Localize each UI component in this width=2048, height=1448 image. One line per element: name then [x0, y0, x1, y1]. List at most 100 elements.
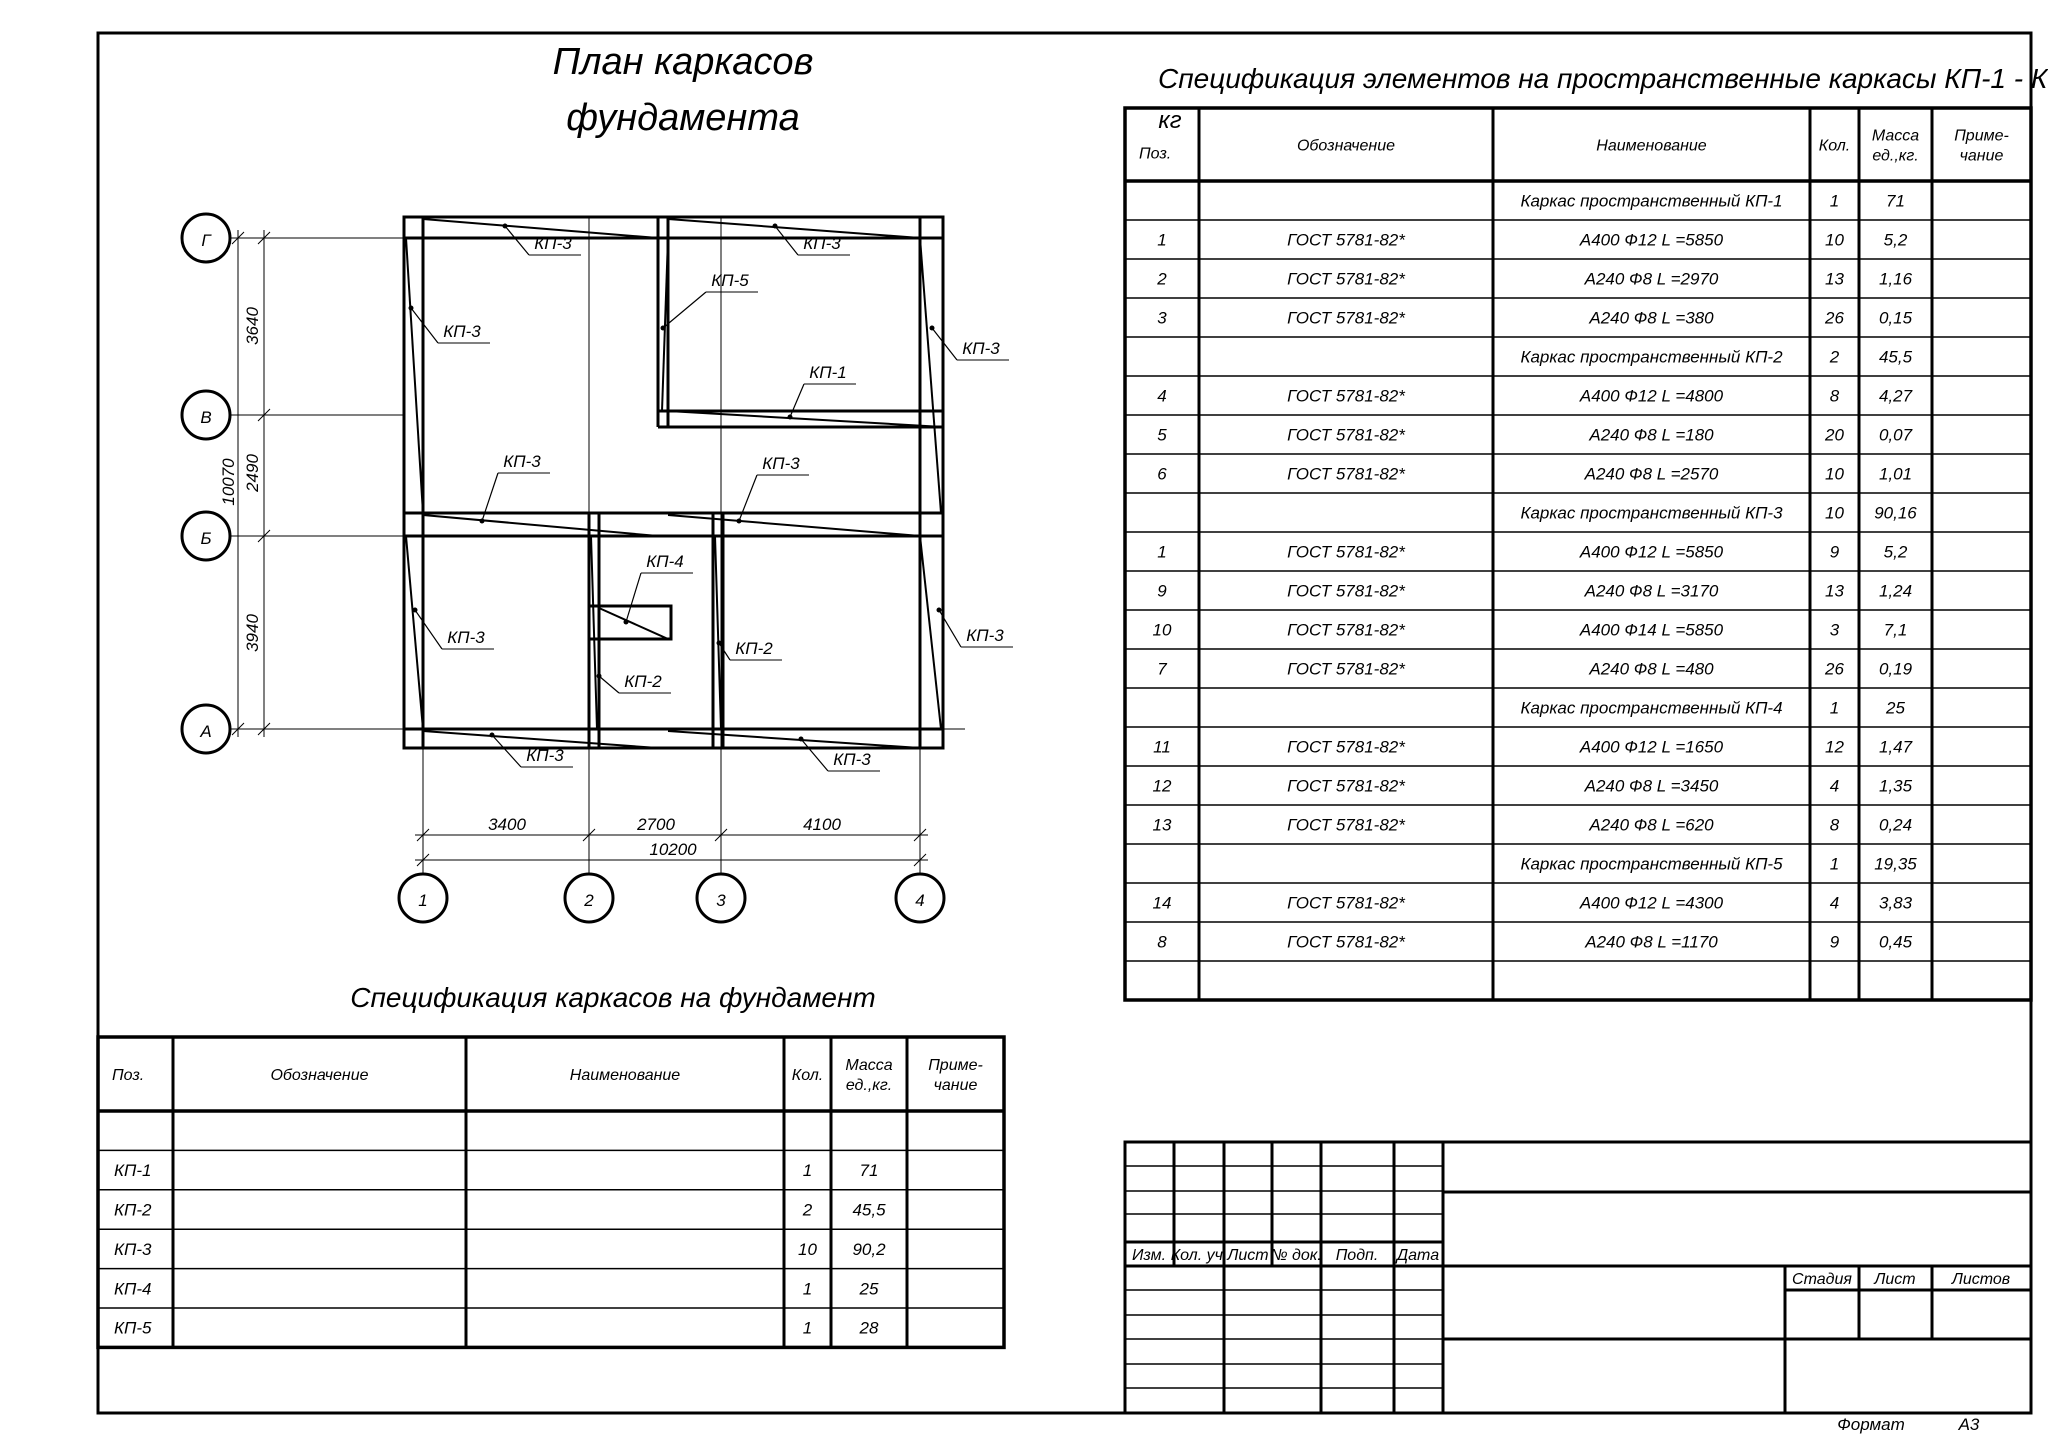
table-cell: ГОСТ 5781-82*	[1287, 270, 1406, 289]
elements-spec-title: Спецификация элементов на пространственн…	[1158, 63, 2048, 94]
leader-arrow-icon	[716, 640, 722, 646]
table-cell: 1,24	[1879, 582, 1912, 601]
leader-line	[625, 572, 642, 623]
axis-label-row: Б	[200, 529, 211, 548]
table-cell: ГОСТ 5781-82*	[1287, 777, 1406, 796]
table-cell: 14	[1153, 894, 1172, 913]
table-cell: 5,2	[1884, 231, 1908, 250]
axis-label-row: В	[200, 408, 211, 427]
format-value: А3	[1958, 1415, 1980, 1434]
axis-label-row: Г	[201, 231, 212, 250]
frame-label: КП-3	[962, 339, 1000, 358]
table-cell: А400 Ф12 L =1650	[1579, 738, 1724, 757]
leader-arrow-icon	[736, 518, 742, 524]
frame-label: КП-3	[833, 750, 871, 769]
stage-header: Листов	[1951, 1271, 2010, 1288]
frame-label: КП-3	[447, 628, 485, 647]
leader-line	[789, 383, 805, 418]
format-label: Формат	[1837, 1415, 1905, 1434]
table-cell: 26	[1824, 309, 1844, 328]
table-cell: 13	[1153, 816, 1172, 835]
unit-mark: кг	[1158, 107, 1181, 134]
axis-bubble-col	[563, 872, 615, 924]
frame-label: КП-1	[809, 363, 846, 382]
table-cell: ГОСТ 5781-82*	[1287, 309, 1406, 328]
table-cell: 8	[1157, 933, 1167, 952]
table-cell: 0,19	[1879, 660, 1913, 679]
table-cell: 9	[1157, 582, 1167, 601]
table-cell: КП-2	[114, 1201, 152, 1220]
table-cell: А240 Ф8 L =1170	[1584, 933, 1718, 952]
axis-bubble-row	[180, 212, 232, 264]
table-cell: 4	[1830, 894, 1839, 913]
change-header: Лист	[1226, 1247, 1268, 1264]
table-cell: ГОСТ 5781-82*	[1287, 660, 1406, 679]
frame-label: КП-3	[803, 234, 841, 253]
table-cell: 2	[1829, 348, 1840, 367]
table-cell: 25	[859, 1279, 879, 1298]
leader-line	[800, 738, 829, 772]
change-header: № док.	[1270, 1247, 1322, 1264]
column-header: Приме-чание	[928, 1057, 983, 1094]
frame-label: КП-3	[966, 626, 1004, 645]
table-cell: 1	[1830, 855, 1839, 874]
table-cell: 71	[860, 1161, 879, 1180]
table-cell: КП-4	[114, 1279, 151, 1298]
table-cell: 9	[1830, 543, 1840, 562]
change-header: Подп.	[1336, 1247, 1379, 1264]
axis-bubble-row	[180, 703, 232, 755]
table-cell: 1	[803, 1319, 812, 1338]
table-cell: 8	[1830, 387, 1840, 406]
table-cell: 4	[1830, 777, 1839, 796]
leader-line	[598, 675, 620, 694]
column-header: Обозначение	[1297, 138, 1395, 155]
change-header: Кол. уч.	[1171, 1247, 1228, 1264]
table-cell: 1	[1830, 699, 1839, 718]
table-cell: А400 Ф12 L =4300	[1579, 894, 1724, 913]
table-cell: 3,83	[1879, 894, 1913, 913]
axis-label-col: 2	[583, 891, 594, 910]
table-cell: 10	[1825, 504, 1844, 523]
table-cell: 1	[1157, 543, 1166, 562]
leader-arrow-icon	[623, 619, 629, 625]
table-cell: 6	[1157, 465, 1167, 484]
column-header: Наименование	[1596, 138, 1707, 155]
column-header-line: Приме-	[928, 1057, 983, 1074]
leader-line	[504, 225, 530, 256]
table-cell: ГОСТ 5781-82*	[1287, 387, 1406, 406]
table-cell: 1,47	[1879, 738, 1913, 757]
column-header-line: Масса	[1872, 128, 1919, 145]
dim-3940: 3940	[243, 614, 262, 652]
column-header: Приме-чание	[1954, 128, 2009, 165]
axis-bubble-col	[397, 872, 449, 924]
axis-label-col: 1	[418, 891, 427, 910]
table-border	[1123, 106, 2033, 1002]
dim-3640: 3640	[243, 307, 262, 345]
table-cell: 10	[1825, 231, 1844, 250]
table-cell: А240 Ф8 L =3170	[1584, 582, 1719, 601]
table-cell: 90,16	[1874, 504, 1917, 523]
table-cell: ГОСТ 5781-82*	[1287, 543, 1406, 562]
stage-header: Стадия	[1792, 1271, 1852, 1288]
leader-arrow-icon	[408, 305, 414, 311]
sheet-frame	[96, 31, 2033, 1415]
leader-arrow-icon	[596, 673, 602, 679]
leader-line	[662, 291, 707, 329]
leader-line	[738, 474, 758, 522]
frame-label: КП-3	[534, 234, 572, 253]
axis-label-col: 3	[716, 891, 726, 910]
table-cell: ГОСТ 5781-82*	[1287, 426, 1406, 445]
dim-4100: 4100	[803, 815, 841, 834]
leader-arrow-icon	[479, 518, 485, 524]
leader-arrow-icon	[929, 325, 935, 331]
table-cell: 4	[1157, 387, 1166, 406]
column-header-line: чание	[1960, 148, 2004, 165]
frame-label: КП-3	[526, 746, 564, 765]
table-cell: 12	[1153, 777, 1172, 796]
table-cell: 12	[1825, 738, 1844, 757]
column-header: Поз.	[112, 1067, 144, 1084]
table-cell: КП-1	[114, 1161, 151, 1180]
table-cell: А240 Ф8 L =2970	[1584, 270, 1719, 289]
